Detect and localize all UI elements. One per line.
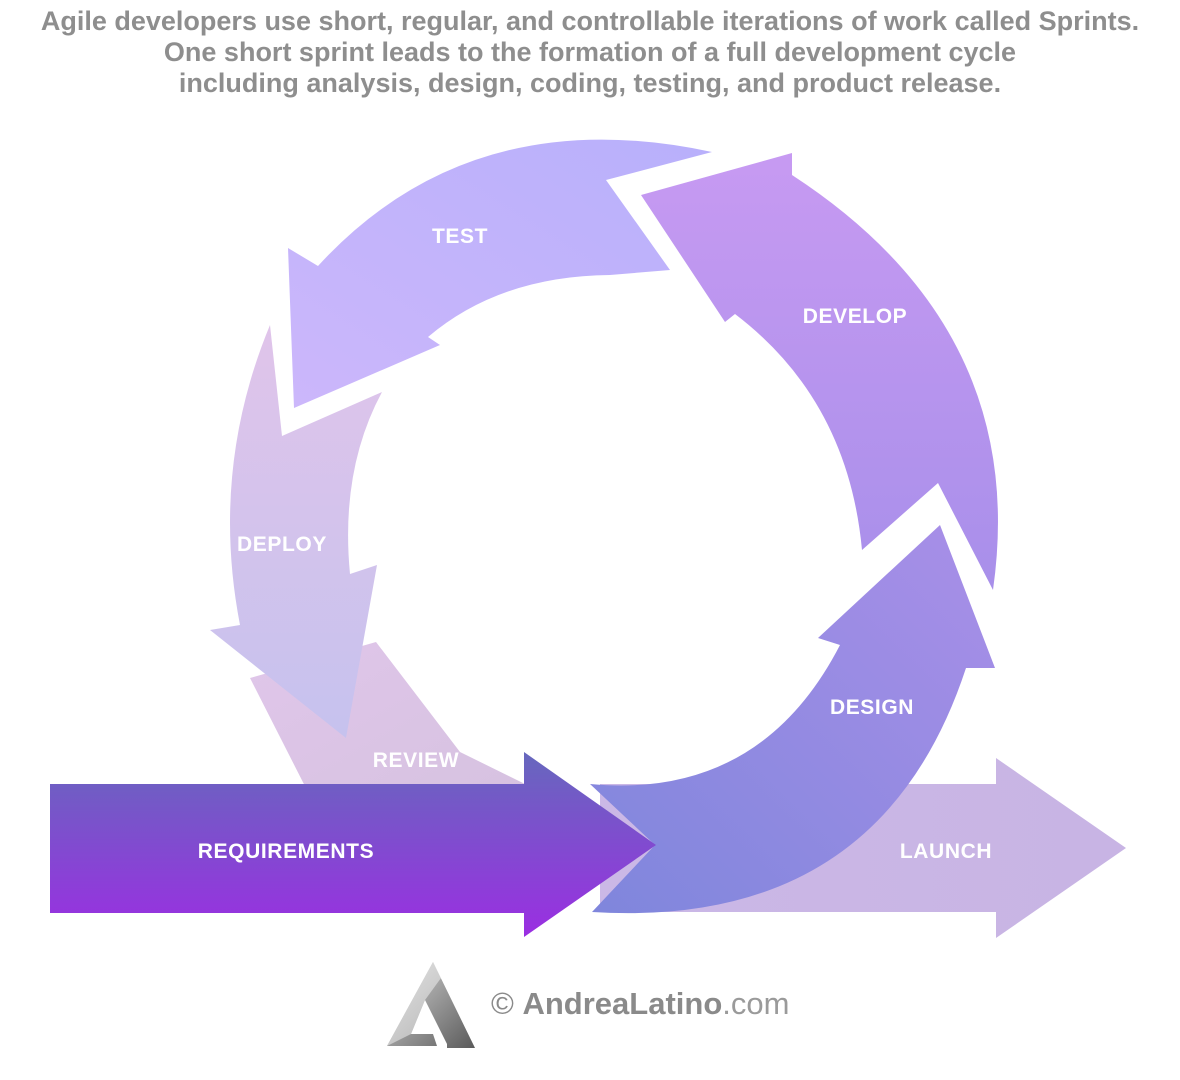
stage-label-develop: DEVELOP (803, 305, 908, 328)
stage-label-deploy: DEPLOY (237, 533, 327, 556)
brand-text: © AndreaLatino.com (491, 986, 789, 1022)
brand-domain: .com (722, 986, 790, 1021)
requirements-arrow (50, 752, 656, 937)
deploy-arrow (210, 325, 382, 738)
test-arrow (288, 139, 712, 409)
brand-name: AndreaLatino (522, 986, 723, 1021)
design-arrow (590, 525, 995, 914)
brand-footer: © AndreaLatino.com (385, 960, 945, 1052)
caption-line-2: One short sprint leads to the formation … (163, 37, 1017, 67)
stage-label-requirements: REQUIREMENTS (198, 840, 374, 863)
stage-label-test: TEST (432, 225, 488, 248)
develop-arrow (641, 153, 998, 590)
stage-label-launch: LAUNCH (900, 840, 992, 863)
stage-label-design: DESIGN (830, 696, 914, 719)
caption-line-3: including analysis, design, coding, test… (178, 68, 1002, 98)
stage-label-review: REVIEW (373, 749, 459, 772)
copyright-symbol: © (491, 986, 514, 1021)
diagram-caption: Agile developers use short, regular, and… (0, 6, 1180, 99)
triangle-a-logo-icon (387, 962, 475, 1048)
caption-line-1: Agile developers use short, regular, and… (40, 6, 1140, 36)
